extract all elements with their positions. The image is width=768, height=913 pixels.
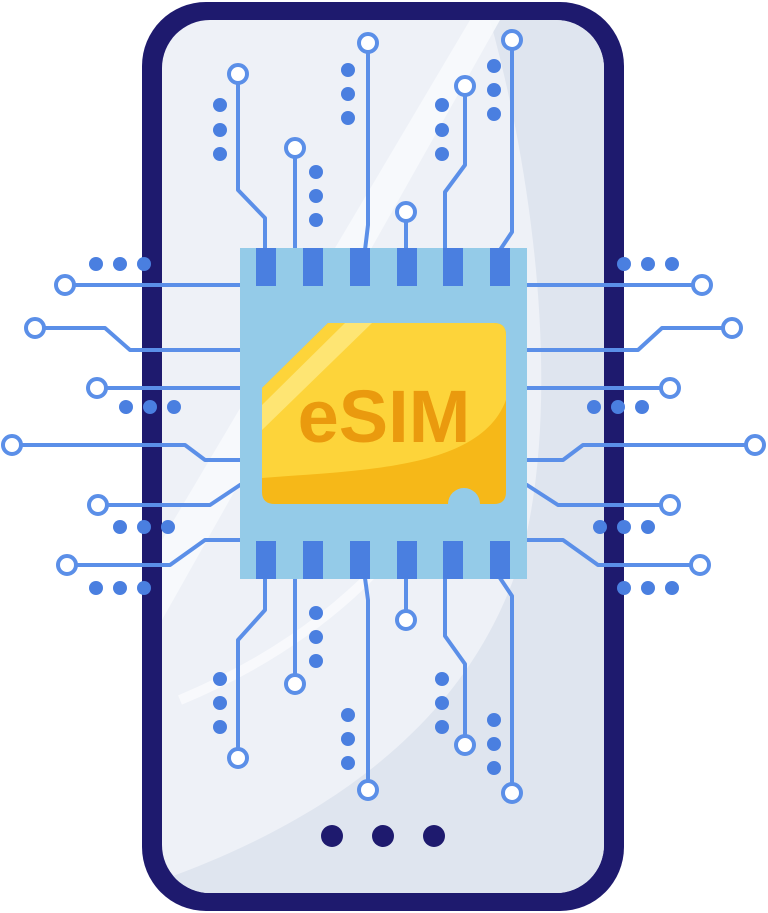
chip-pins — [256, 248, 510, 579]
trace-terminals — [1, 29, 766, 804]
phone-home-dots — [321, 825, 445, 847]
circuit-traces — [20, 48, 747, 785]
sim-card: eSIM — [262, 323, 506, 504]
chip: eSIM — [240, 248, 527, 579]
esim-label: eSIM — [298, 375, 471, 458]
decorative-dots — [89, 59, 679, 775]
